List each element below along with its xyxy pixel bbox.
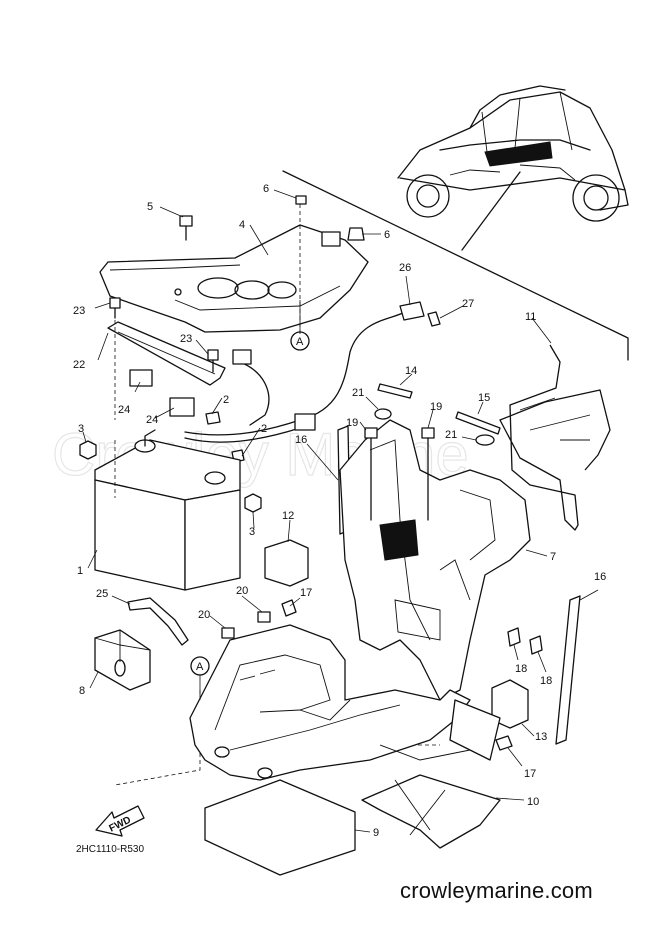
callout: 19 [346, 417, 358, 429]
callout: 20 [198, 609, 210, 621]
part-12-box [264, 539, 309, 587]
callout: 21 [445, 429, 457, 441]
callout: 15 [478, 392, 490, 404]
wire-harness [184, 301, 441, 463]
vehicle-inset [397, 85, 629, 222]
callout: 5 [147, 201, 153, 213]
part-11-panel [499, 344, 611, 531]
ref-marker-label: A [296, 336, 304, 348]
part-22-bracket [107, 321, 226, 417]
callout: 8 [79, 685, 85, 697]
fasteners-top [109, 195, 365, 373]
part-10-panel [361, 699, 501, 849]
part-3-nut [79, 440, 97, 460]
callout: 26 [399, 262, 411, 274]
ref-marker-label: A [196, 661, 204, 673]
callout: 10 [527, 796, 539, 808]
leader-lines [82, 189, 599, 833]
callout: 16 [594, 571, 606, 583]
callout: 13 [535, 731, 547, 743]
part-7-frame [339, 419, 531, 701]
callout: 23 [73, 305, 85, 317]
callout: 27 [462, 298, 474, 310]
callout: 6 [263, 183, 269, 195]
callout: 1 [77, 565, 83, 577]
callout: 12 [282, 510, 294, 522]
callout: 23 [180, 333, 192, 345]
callout: 2 [261, 423, 267, 435]
callout-labels: 1 2 2 3 3 4 5 6 6 7 8 9 10 11 12 13 14 1… [73, 183, 606, 839]
part-18-clip [507, 627, 521, 647]
part-4-cover [99, 224, 369, 333]
callout: 2 [223, 394, 229, 406]
section-border [282, 170, 629, 361]
callout: 11 [525, 311, 536, 323]
diagram-code: 2HC1110-R530 [76, 844, 144, 855]
callout: 19 [430, 401, 442, 413]
fwd-arrow-icon: FWD [95, 805, 145, 837]
callout: 17 [300, 587, 312, 599]
callout: 3 [249, 526, 255, 538]
callout: 9 [373, 827, 379, 839]
callout: 25 [96, 588, 108, 600]
callout: 17 [524, 768, 536, 780]
callout: 6 [384, 229, 390, 241]
callout: 18 [540, 675, 552, 687]
site-url[interactable]: crowleymarine.com [400, 878, 593, 903]
callout: 21 [352, 387, 364, 399]
callout: 4 [239, 219, 245, 231]
main-tray [189, 624, 471, 781]
part-1-battery [94, 429, 241, 591]
callout: 24 [118, 404, 130, 416]
part-15-strip [455, 411, 501, 435]
callout: 14 [405, 365, 417, 377]
callout: 16 [295, 434, 307, 446]
callout: 22 [73, 359, 85, 371]
callout: 20 [236, 585, 248, 597]
fasteners-mid [364, 408, 495, 521]
part-9-mat [204, 779, 356, 876]
part-25-strap [127, 597, 189, 646]
part-14-strip [377, 383, 413, 399]
part-8-pad [94, 629, 151, 691]
callout: 18 [515, 663, 527, 675]
callout: 7 [550, 551, 556, 563]
callout: 3 [78, 423, 84, 435]
callout: 24 [146, 414, 158, 426]
